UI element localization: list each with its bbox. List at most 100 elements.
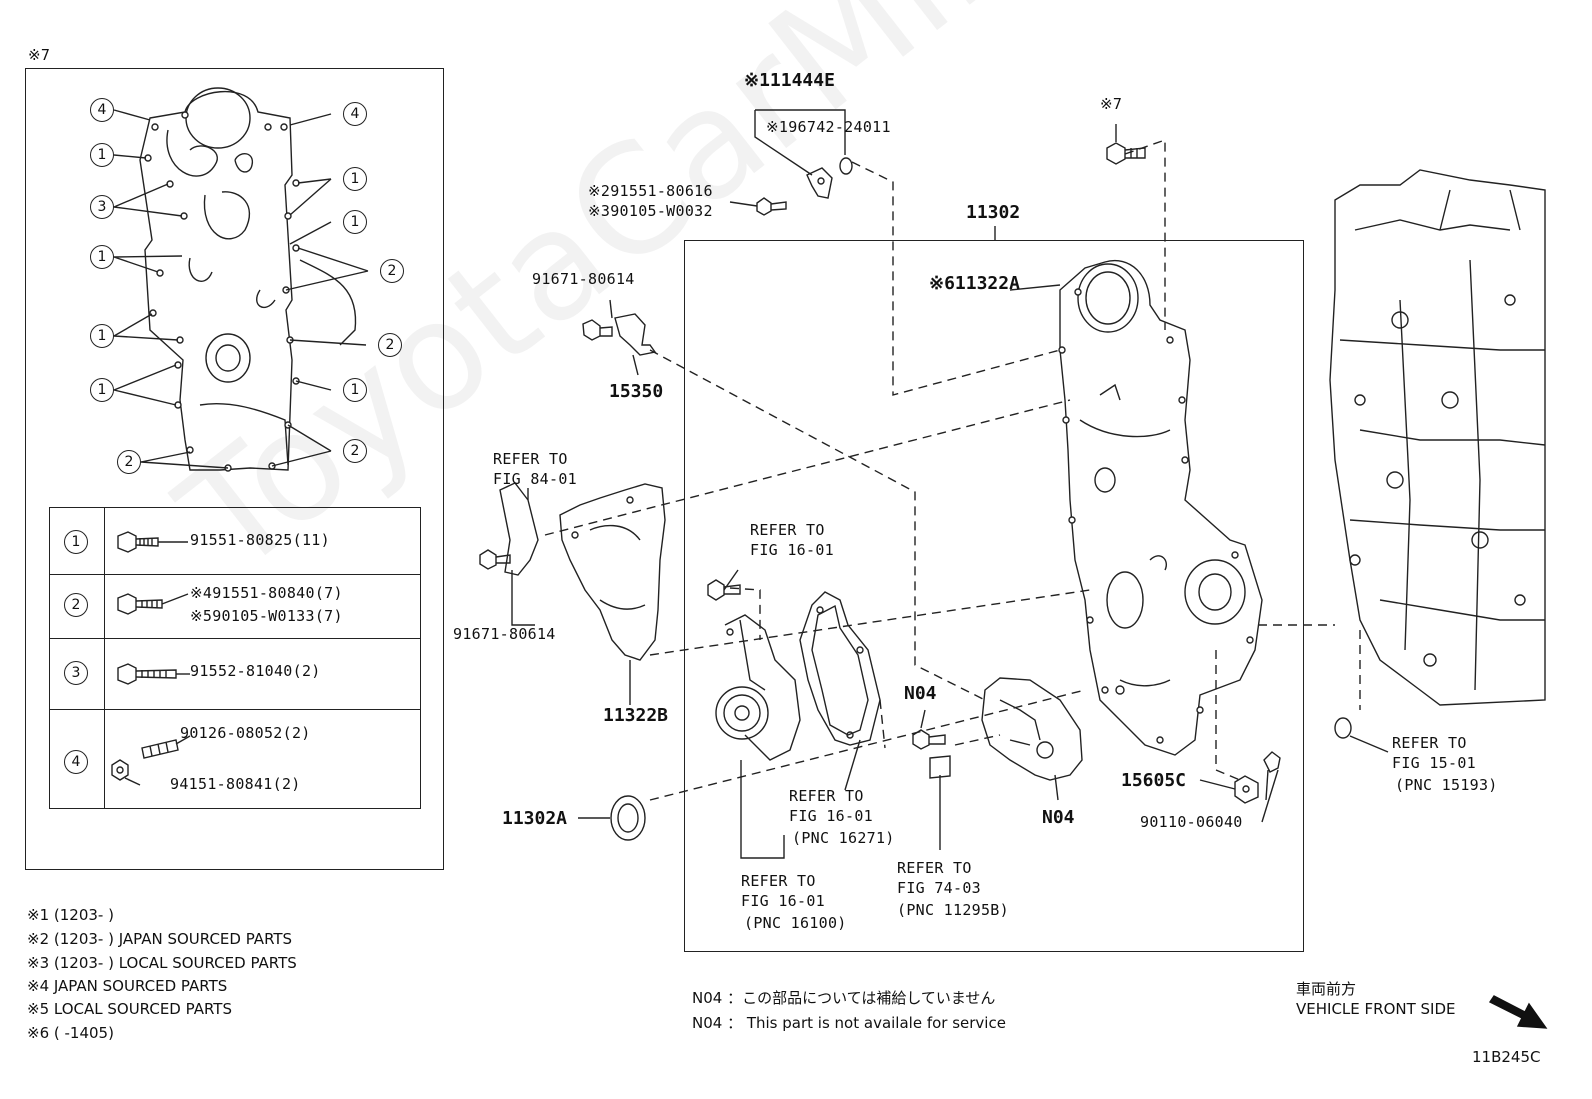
refer-84-line1: REFER TO (493, 450, 568, 468)
refer-74-line2: FIG 74-03 (897, 879, 981, 897)
legend-divider (104, 507, 105, 809)
small-bolt-icon (730, 198, 786, 215)
gasket-icon (800, 592, 880, 745)
legend-part: 94151-80841(2) (170, 775, 301, 793)
sensor-15605c-icon (1200, 752, 1280, 822)
label-15350: 15350 (609, 381, 664, 402)
label-15605c: 15605C (1121, 770, 1187, 791)
oil-seal-icon (611, 796, 645, 840)
refer-15-line3: (PNC 15193) (1395, 776, 1498, 794)
refer-74-line1: REFER TO (897, 859, 972, 877)
legend-num-3: 3 (64, 661, 88, 685)
refer-16b-line1: REFER TO (789, 787, 864, 805)
inset-callout-1: 1 (343, 210, 367, 234)
nut-icon (112, 760, 140, 785)
label-11444e: ※111444E (744, 70, 835, 91)
legend-part: 90126-08052(2) (180, 724, 311, 742)
inset-callout-4: 4 (90, 98, 114, 122)
refer-16a-line2: FIG 16-01 (750, 541, 834, 559)
cover-11322b-icon (560, 484, 665, 705)
label-bolt7: ※7 (1100, 95, 1123, 113)
cam-sensor-icon (807, 158, 852, 198)
inset-callout-1: 1 (90, 378, 114, 402)
vehicle-front-jp: 車両前方 (1296, 980, 1357, 998)
refer-leader-16271 (845, 740, 860, 790)
leader-refer16a (724, 570, 738, 590)
label-96742: ※196742-24011 (766, 118, 891, 136)
inset-callout-1: 1 (90, 143, 114, 167)
legend-num-1: 1 (64, 530, 88, 554)
legend-num-2: 2 (64, 593, 88, 617)
n04-note-en: N04 ： This part is not availale for serv… (692, 1014, 1006, 1032)
alignment-dashes (545, 140, 1360, 800)
footnote-2: ※2 (1203- ) JAPAN SOURCED PARTS (27, 930, 293, 948)
inset-callout-2: 2 (117, 450, 141, 474)
footnote-6: ※6 ( -1405) (27, 1024, 114, 1042)
refer-bracket-16100 (741, 760, 784, 858)
label-11302: 11302 (966, 202, 1021, 223)
label-91551-80616: ※291551-80616 (588, 182, 713, 200)
inset-callout-1: 1 (343, 378, 367, 402)
bolt7-icon (1107, 124, 1145, 164)
vehicle-front-en: VEHICLE FRONT SIDE (1296, 1000, 1456, 1018)
bracket-11444e (755, 110, 845, 175)
inset-callout-1: 1 (90, 245, 114, 269)
legend-part: 91552-81040(2) (190, 662, 321, 680)
legend-row-line (49, 574, 420, 575)
inset-cover-drawing (114, 88, 368, 471)
legend-part: 91551-80825(11) (190, 531, 330, 549)
label-11322a: ※611322A (929, 273, 1020, 294)
legend-bolt-icons (112, 532, 190, 785)
refer-15-line1: REFER TO (1392, 734, 1467, 752)
inset-callout-1: 1 (90, 324, 114, 348)
footnote-3: ※3 (1203- ) LOCAL SOURCED PARTS (27, 954, 297, 972)
inset-callout-2: 2 (343, 439, 367, 463)
assembly-frame (684, 240, 1304, 952)
label-11322b: 11322B (603, 705, 669, 726)
stud-icon (142, 736, 190, 758)
legend-part: ※491551-80840(7) (190, 584, 343, 602)
legend-num-4: 4 (64, 750, 88, 774)
figure-id: 11B245C (1472, 1048, 1541, 1066)
refer-74-line3: (PNC 11295B) (897, 901, 1009, 919)
legend-part: ※590105-W0133(7) (190, 607, 343, 625)
inset-callout-2: 2 (378, 333, 402, 357)
inset-callout-4: 4 (343, 102, 367, 126)
footnote-4: ※4 JAPAN SOURCED PARTS (27, 977, 228, 995)
footnote-1: ※1 (1203- ) (27, 906, 114, 924)
leader-n04a (921, 710, 925, 728)
refer-16b-line3: (PNC 16271) (792, 829, 895, 847)
refer-16c-line2: FIG 16-01 (741, 892, 825, 910)
refer-16a-line1: REFER TO (750, 521, 825, 539)
label-91671-80614: 91671-80614 (532, 270, 635, 288)
legend-row-line (49, 638, 420, 639)
inset-callout-2: 2 (380, 259, 404, 283)
inset-callout-3: 3 (90, 195, 114, 219)
label-90110-06040: 90110-06040 (1140, 813, 1243, 831)
footnote-5: ※5 LOCAL SOURCED PARTS (27, 1000, 232, 1018)
label-11302a: 11302A (502, 808, 568, 829)
inset-marker: ※7 (28, 46, 51, 64)
label-n04-a: N04 (904, 683, 937, 704)
refer-16b-line2: FIG 16-01 (789, 807, 873, 825)
label-90105-w0032: ※390105-W0032 (588, 202, 713, 220)
water-pump-icon (708, 580, 800, 760)
refer-15-line2: FIG 15-01 (1392, 754, 1476, 772)
bracket-84-icon (480, 483, 538, 625)
engine-block-icon (1330, 170, 1545, 752)
leader-11322a (1010, 285, 1060, 290)
cover-11302-icon (1059, 261, 1262, 755)
n04-component-icon (913, 678, 1082, 800)
legend-row-line (49, 709, 420, 710)
inset-callout-1: 1 (343, 167, 367, 191)
n04-note-jp: N04 ：この部品については補給していません (692, 989, 996, 1007)
vehicle-front-arrow-icon (1490, 996, 1546, 1028)
label-91671-80614-lower: 91671-80614 (453, 625, 556, 643)
refer-16c-line1: REFER TO (741, 872, 816, 890)
inset-frame (25, 68, 444, 870)
legend-table (49, 507, 421, 809)
label-n04-b: N04 (1042, 807, 1075, 828)
refer-84-line2: FIG 84-01 (493, 470, 577, 488)
crank-sensor-icon (583, 300, 655, 375)
